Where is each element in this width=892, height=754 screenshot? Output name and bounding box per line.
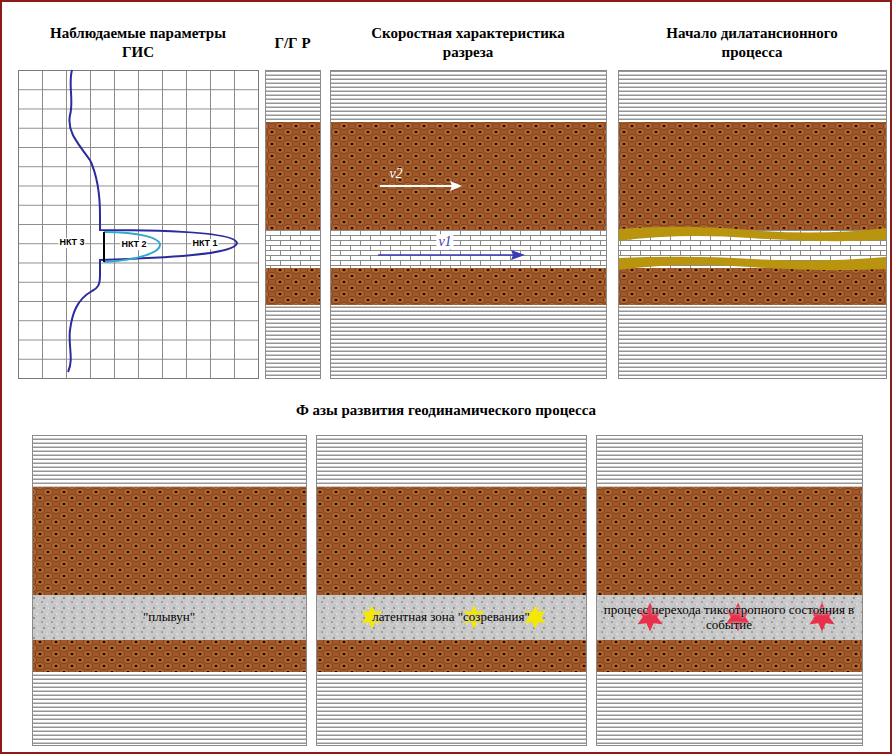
- section-panel: Г/Г Р: [265, 16, 320, 378]
- panel-border: [33, 436, 307, 746]
- limestone-layer: [330, 230, 606, 268]
- quicksand-layer: [32, 595, 306, 640]
- log-chart: [18, 70, 259, 379]
- velocity-panel: Скоростная характеристика разреза: [330, 16, 606, 378]
- arrow-head: [511, 250, 525, 260]
- panel-border: [317, 436, 587, 746]
- section-heading: Ф азы развития геодинамического процесса: [296, 402, 596, 419]
- clay-layer: [316, 435, 586, 487]
- velocity-label: v2: [389, 166, 402, 181]
- chart-ground: [18, 70, 258, 378]
- quicksand-band: "плывун": [32, 595, 306, 640]
- curve-label: НКТ 2: [120, 240, 147, 250]
- panel-border: [597, 436, 863, 746]
- sand-layer: [330, 122, 606, 230]
- log-curve-3: [103, 232, 105, 262]
- clay-layer: [618, 305, 886, 378]
- panel-border: [266, 71, 321, 379]
- log-panel: Наблюдаемые параметры ГИС: [18, 16, 258, 378]
- velocity-section: [330, 70, 607, 379]
- band-label: процесс перехода тиксотропного состояния…: [596, 603, 862, 633]
- quicksand-layer: [596, 595, 862, 640]
- sand-layer: [265, 268, 320, 305]
- panel-border: [619, 71, 887, 379]
- band-label: "плывун": [139, 610, 199, 625]
- arrow-head: [450, 181, 462, 191]
- panel-heading: Г/Г Р: [265, 34, 320, 53]
- clay-layer: [596, 672, 862, 745]
- dilatancy-section: [618, 70, 887, 379]
- curve-label: НКТ 1: [191, 239, 218, 249]
- clay-layer: [32, 435, 306, 487]
- sand-layer: [596, 640, 862, 672]
- phase-panel: [596, 435, 863, 746]
- chart-grid: [18, 70, 258, 378]
- clay-layer: [618, 70, 886, 122]
- sand-layer: [618, 122, 886, 230]
- clay-layer: [330, 305, 606, 378]
- panel-heading: Наблюдаемые параметры ГИС: [43, 24, 233, 62]
- clay-layer: [32, 672, 306, 745]
- velocity-arrow: [378, 254, 513, 256]
- clay-layer: [596, 435, 862, 487]
- panel-border: [331, 71, 607, 379]
- event-band: процесс перехода тиксотропного состояния…: [596, 595, 862, 640]
- sand-layer: [596, 487, 862, 595]
- phase-panel: [32, 435, 307, 746]
- dilatancy-zone: [618, 257, 886, 270]
- clay-layer: [330, 70, 606, 122]
- curve-label: НКТ 3: [58, 238, 85, 248]
- sand-layer: [265, 122, 320, 230]
- dilatancy-panel: Начало дилатансионного процесса: [618, 16, 886, 378]
- clay-layer: [265, 70, 320, 122]
- sand-layer: [330, 268, 606, 305]
- log-curve-2: [104, 232, 160, 262]
- clay-layer: [265, 305, 320, 378]
- panel-heading: Скоростная характеристика разреза: [350, 24, 586, 62]
- clay-layer: [316, 672, 586, 745]
- log-curve-1: [68, 70, 237, 372]
- sand-layer: [316, 487, 586, 595]
- limestone-layer: [265, 230, 320, 268]
- sand-layer: [32, 640, 306, 672]
- section-column: [265, 70, 321, 379]
- band-label: латентная зона "созревания": [368, 610, 533, 625]
- sand-layer: [32, 487, 306, 595]
- quicksand-layer: [316, 595, 586, 640]
- phase-panel: [316, 435, 587, 746]
- latent-zone-band: латентная зона "созревания": [316, 595, 586, 640]
- sand-layer: [618, 268, 886, 305]
- sand-layer: [316, 640, 586, 672]
- chart-border: [19, 71, 259, 379]
- velocity-arrow: [380, 185, 452, 187]
- velocity-label: v1: [436, 234, 453, 249]
- panel-heading: Начало дилатансионного процесса: [637, 24, 867, 62]
- dilatancy-zone: [618, 227, 886, 241]
